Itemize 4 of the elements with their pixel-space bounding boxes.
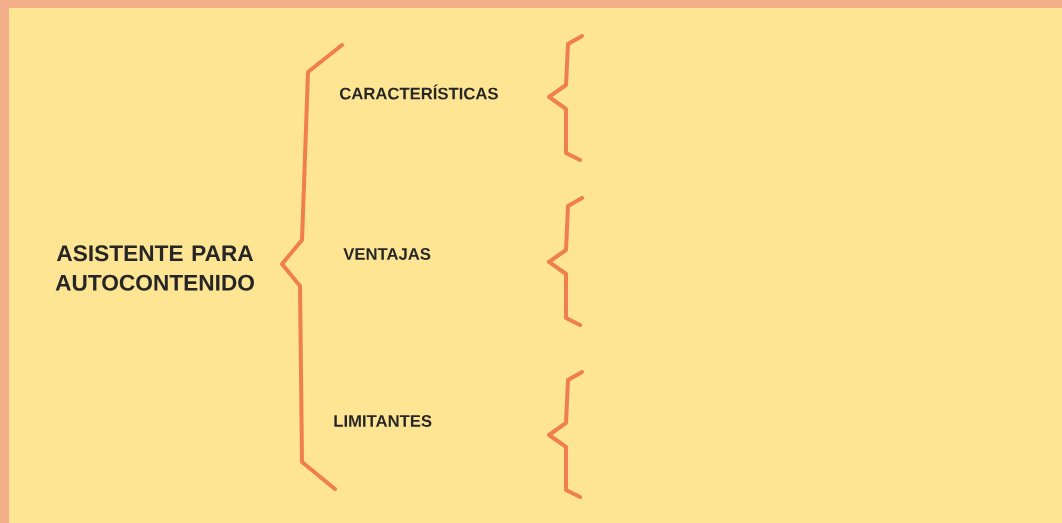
category-label: LIMITANTES [334,415,432,427]
category-label: CARACTERÍSTICAS [339,84,498,100]
category-label: VENTAJAS [343,248,431,260]
topic-label: ASISTENTE PARA AUTOCONTENIDO [55,245,254,291]
